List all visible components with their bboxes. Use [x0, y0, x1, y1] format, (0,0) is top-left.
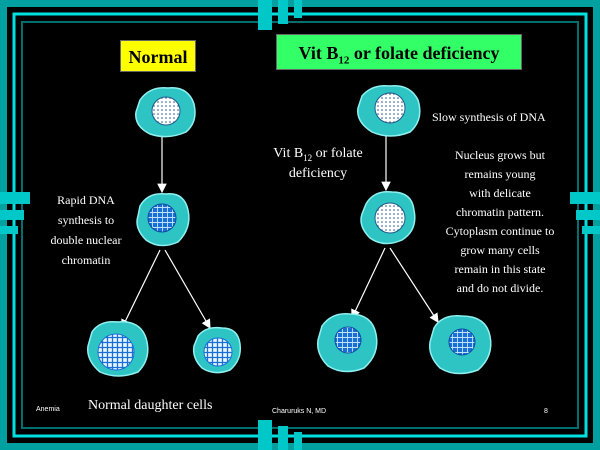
arrow-deficient-right [389, 247, 439, 324]
normal-title: Normal [128, 47, 188, 67]
rapid-line: double nuclear [50, 233, 122, 247]
footer-author: Charuruks N, MD [272, 408, 327, 415]
daughter-cells-label: Normal daughter cells [88, 398, 213, 413]
footer-left: Anemia [36, 406, 60, 413]
deficiency-title-sub: 12 [338, 54, 350, 67]
deficient-cell-1 [316, 313, 378, 373]
deficiency-title-post: or folate deficiency [349, 43, 500, 63]
rapid-synthesis-label: Rapid DNA synthesis to double nuclear ch… [36, 190, 136, 270]
nucleus-desc-line: Cytoplasm continue to [445, 224, 555, 238]
normal-title-box: Normal [120, 40, 196, 72]
deficient-precursor-cell [357, 84, 421, 137]
nucleus-desc-line: and do not divide. [456, 281, 544, 295]
normal-daughter-cell-1 [87, 320, 149, 377]
deficient-cell-2 [428, 315, 492, 375]
frame-notch-left [0, 192, 30, 234]
rapid-line: Rapid DNA [57, 193, 115, 207]
arrow-deficient-left [351, 247, 386, 320]
normal-dividing-cell [136, 193, 190, 247]
rapid-line: synthesis to [57, 213, 115, 227]
middle-label-sub: 12 [303, 152, 313, 163]
arrow-normal-left [121, 249, 161, 330]
nucleus-description: Nucleus grows but remains young with del… [430, 146, 570, 298]
middle-label-line2: deficiency [288, 165, 348, 181]
page-number: 8 [544, 408, 548, 415]
middle-label-post: or folate [312, 146, 363, 161]
deficiency-title-pre: Vit B [298, 43, 339, 63]
nucleus-desc-line: with delicate [469, 186, 531, 200]
slow-synthesis-label: Slow synthesis of DNA [432, 110, 546, 124]
middle-deficiency-label: Vit B12 or folate deficiency [258, 146, 378, 181]
frame-notch-right [570, 192, 600, 234]
frame-notch-bottom [258, 420, 302, 450]
normal-precursor-cell [135, 87, 196, 138]
nucleus-desc-line: remain in this state [454, 262, 546, 276]
middle-label-pre: Vit B [273, 146, 304, 161]
nucleus-desc-line: remains young [464, 167, 536, 181]
frame-notch-top [258, 0, 302, 30]
nucleus-desc-line: grow many cells [460, 243, 540, 257]
deficiency-title-box: Vit B12 or folate deficiency [276, 34, 522, 70]
nucleus-desc-line: Nucleus grows but [455, 148, 545, 162]
rapid-line: chromatin [61, 253, 111, 267]
arrow-normal-right [164, 249, 211, 330]
nucleus-desc-line: chromatin pattern. [456, 205, 544, 219]
deficient-growing-cell [360, 191, 416, 245]
normal-daughter-cell-2 [192, 326, 242, 374]
